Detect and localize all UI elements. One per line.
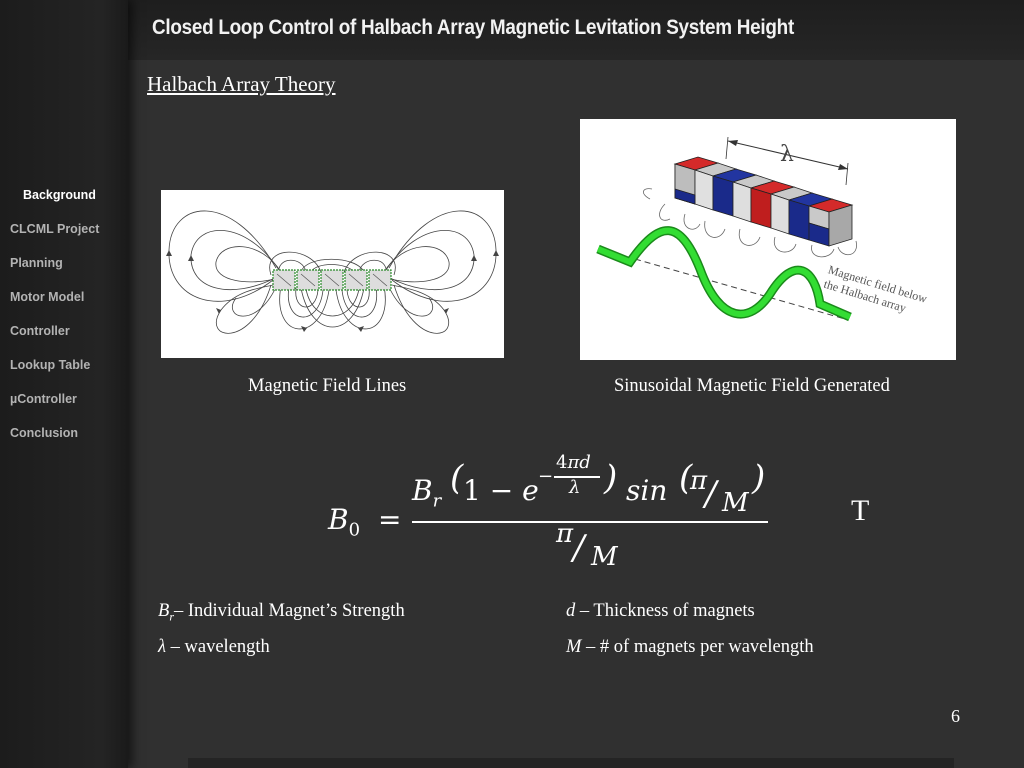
paren-open-1: ( (450, 458, 464, 498)
sidebar-item-planning[interactable]: Planning (10, 256, 63, 270)
exponent-denominator: λ (569, 477, 581, 498)
equation-br: Br (412, 474, 442, 512)
sidebar-nav: Background CLCML Project Planning Motor … (0, 184, 128, 456)
halbach-array-diagram: λ (596, 136, 929, 322)
page-number: 6 (951, 706, 960, 726)
sidebar-item-ucontroller[interactable]: µController (10, 392, 77, 406)
fraction-bar (412, 521, 768, 523)
sin-slash: / (705, 474, 717, 514)
equation-lhs: B0 (328, 503, 361, 541)
slide-subtitle: Halbach Array Theory (147, 72, 336, 96)
definition-br: Br– Individual Magnet’s Strength (158, 601, 405, 624)
sidebar-item-conclusion[interactable]: Conclusion (10, 426, 79, 440)
field-lines-figure (161, 190, 504, 358)
denominator-pi: π (556, 519, 574, 549)
sidebar-item-controller[interactable]: Controller (10, 324, 70, 338)
field-lines-diagram (166, 210, 499, 334)
equation-one-minus-e: 1 − e (463, 474, 539, 507)
exponent-bar (554, 476, 600, 478)
sin-M: M (722, 488, 749, 518)
title-bar (128, 0, 1024, 60)
equation-unit: T (851, 494, 870, 527)
slide-title: Closed Loop Control of Halbach Array Mag… (152, 16, 794, 39)
equation-equals: = (378, 503, 402, 536)
exponent-numerator: 4πd (556, 452, 591, 473)
paren-close-1: ) (604, 458, 618, 498)
bottom-strip (188, 758, 954, 768)
sidebar-item-background[interactable]: Background (23, 188, 96, 202)
equation-sin: sin (626, 474, 668, 507)
definition-m: M – # of magnets per wavelength (566, 637, 814, 657)
paren-open-2: ( (679, 458, 693, 498)
sidebar (0, 0, 128, 768)
halbach-sinusoid-figure: λ (580, 119, 956, 360)
sinusoid-caption: Sinusoidal Magnetic Field Generated (614, 376, 890, 396)
sidebar-item-lookup-table[interactable]: Lookup Table (10, 358, 91, 372)
sidebar-item-clcml-project[interactable]: CLCML Project (10, 222, 100, 236)
definition-lambda: λ – wavelength (158, 637, 270, 657)
definition-d: d – Thickness of magnets (566, 601, 755, 621)
denominator-slash: / (573, 528, 585, 568)
denominator-M: M (591, 542, 618, 572)
field-lines-caption: Magnetic Field Lines (248, 376, 407, 396)
sidebar-item-motor-model[interactable]: Motor Model (10, 290, 85, 304)
sin-pi: π (690, 466, 708, 496)
lambda-label: λ (780, 142, 794, 167)
exponent-minus: − (538, 466, 554, 487)
paren-close-2: ) (752, 458, 766, 498)
